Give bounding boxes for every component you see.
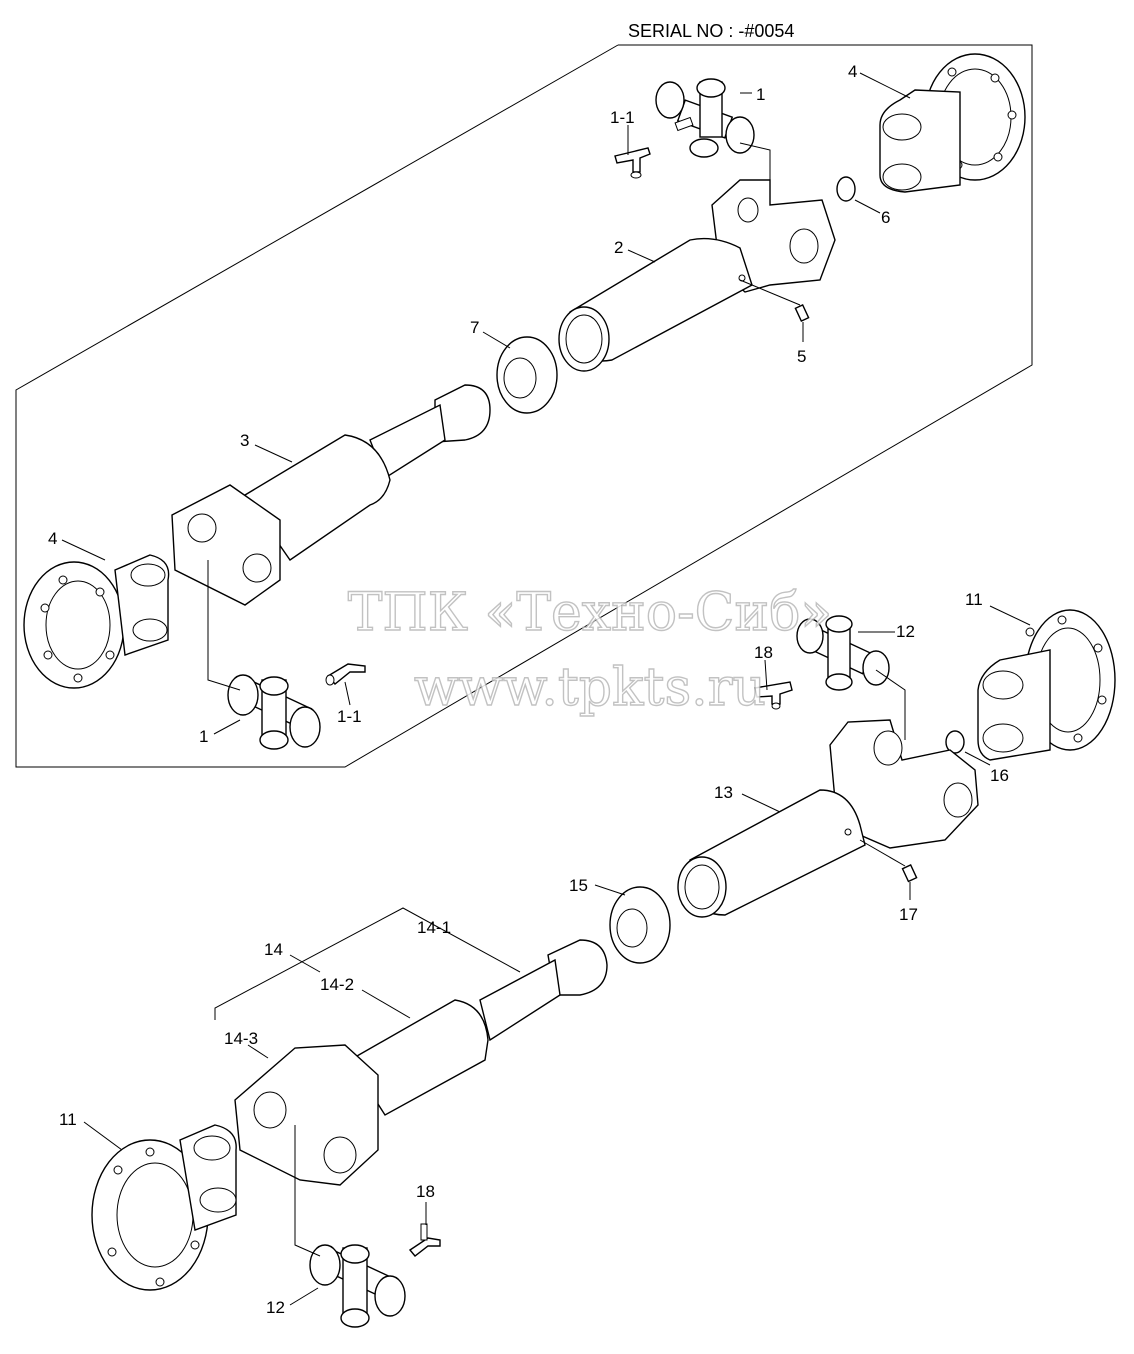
leader-line	[361, 989, 411, 1019]
guide-line	[294, 1125, 321, 1257]
callout-3: 3	[240, 431, 249, 450]
callout-14-3: 14-3	[224, 1029, 258, 1048]
universal-joint-cross-left	[227, 674, 321, 750]
callout-14-1: 14-1	[417, 918, 451, 937]
callout-16: 16	[990, 766, 1009, 785]
flange-yoke-bottom-left	[91, 1124, 237, 1291]
callout-12-bottom: 12	[266, 1298, 285, 1317]
leader-line	[344, 681, 351, 706]
bracket-line	[214, 907, 521, 1020]
callout-1-top: 1	[756, 85, 765, 104]
callout-12-right: 12	[896, 622, 915, 641]
callout-2: 2	[614, 238, 623, 257]
leader-line	[964, 751, 991, 766]
leader-line	[61, 539, 106, 561]
callout-4-top: 4	[848, 62, 857, 81]
spline-shaft-14	[234, 939, 608, 1186]
callout-18-bottom: 18	[416, 1182, 435, 1201]
leader-line	[213, 719, 241, 735]
callout-14-2: 14-2	[320, 975, 354, 994]
leader-line	[289, 1287, 319, 1306]
leader-line	[254, 444, 293, 463]
grease-fitting-left	[325, 663, 366, 686]
universal-joint-cross-top	[655, 78, 755, 158]
leader-line	[247, 1044, 269, 1059]
flange-yoke-right	[977, 609, 1116, 761]
dust-seal-15	[609, 886, 671, 964]
callout-13: 13	[714, 783, 733, 802]
grease-fitting-18-bottom	[408, 1223, 441, 1257]
flange-yoke-left	[23, 554, 170, 689]
grease-fitting-top	[614, 147, 651, 179]
guide-line	[739, 279, 801, 306]
callout-11-left: 11	[59, 1110, 77, 1129]
callout-14: 14	[264, 940, 283, 959]
universal-joint-cross-right	[796, 615, 890, 691]
watermark-company: ТПК «Техно-Сиб»	[348, 583, 833, 643]
leader-line	[741, 793, 781, 813]
callout-labels-top: 1 1-1 4 6 2 5 7 3 4 1 1-1	[48, 62, 890, 746]
o-ring-6	[836, 176, 856, 202]
callout-5: 5	[797, 347, 806, 366]
grease-fitting-18-top	[754, 681, 793, 710]
dust-seal-7	[496, 336, 558, 414]
sleeve-yoke-13	[677, 719, 979, 918]
callout-6: 6	[881, 208, 890, 227]
grease-fitting-17	[901, 864, 918, 883]
leader-line	[989, 605, 1031, 626]
callout-1-1-top: 1-1	[610, 108, 635, 127]
sleeve-yoke-2	[558, 179, 836, 372]
grease-fitting-5	[794, 304, 810, 322]
callout-11-right: 11	[965, 590, 983, 609]
callout-17: 17	[899, 905, 918, 924]
callout-18-top: 18	[754, 643, 773, 662]
assembly-frame-top	[15, 44, 1033, 768]
flange-yoke-top-right	[879, 53, 1026, 193]
callout-4-left: 4	[48, 529, 57, 548]
leader-line	[289, 954, 321, 973]
leader-line	[83, 1121, 123, 1151]
callout-labels-bottom: 11 12 18 16 13 17 15 14-1 14 14-2 14-3 1…	[59, 590, 1009, 1317]
top-driveshaft-assembly	[23, 53, 1026, 750]
bottom-driveshaft-assembly	[83, 605, 1116, 1328]
o-ring-16	[945, 730, 965, 754]
callout-15: 15	[569, 876, 588, 895]
leader-line	[859, 72, 911, 99]
callout-1-left: 1	[199, 727, 208, 746]
leader-line	[854, 199, 881, 214]
guide-line	[875, 669, 906, 740]
serial-number: SERIAL NO : -#0054	[628, 21, 794, 41]
leader-line	[482, 331, 511, 349]
guide-line	[207, 560, 241, 691]
universal-joint-cross-bottom	[309, 1244, 406, 1328]
callout-7: 7	[470, 318, 479, 337]
leader-line	[627, 249, 656, 263]
leader-line	[764, 659, 768, 691]
guide-line	[859, 839, 906, 867]
watermark-url: www.tpkts.ru	[414, 658, 766, 718]
spline-shaft-3	[171, 384, 491, 606]
guide-line	[739, 142, 771, 182]
leader-line	[594, 884, 626, 896]
callout-1-1-left: 1-1	[337, 707, 362, 726]
